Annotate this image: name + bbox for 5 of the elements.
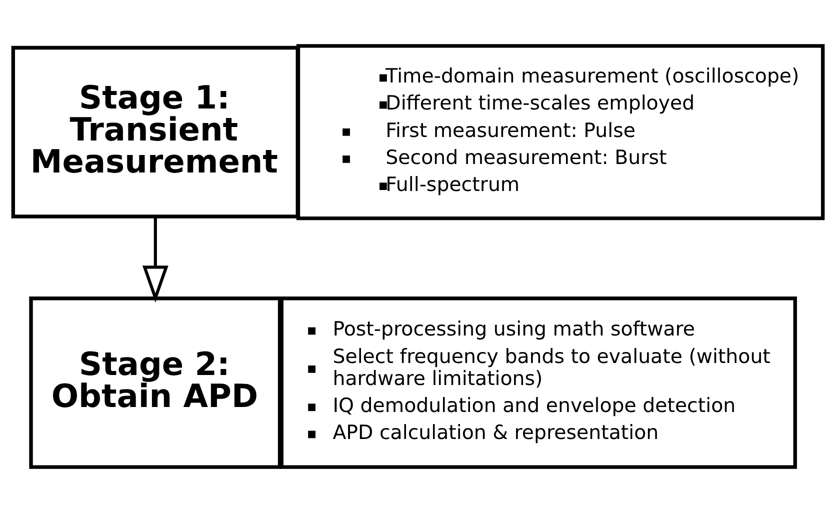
node-box: Time-domain measurement (oscilloscope) Different time-scales employed First measurement: Pulse Second measurement: Burst Full-spectrum xyxy=(296,44,825,220)
arrow xyxy=(142,216,168,302)
node-box: Stage 2: Obtain APD xyxy=(29,296,282,468)
node-box: Stage 1: Transient Measurement xyxy=(11,45,300,218)
node-box: Post-processing using math software Select frequency bands to evaluate (without hardware limitations) IQ demodulation and envelope detection APD calculation & representation xyxy=(280,296,797,468)
